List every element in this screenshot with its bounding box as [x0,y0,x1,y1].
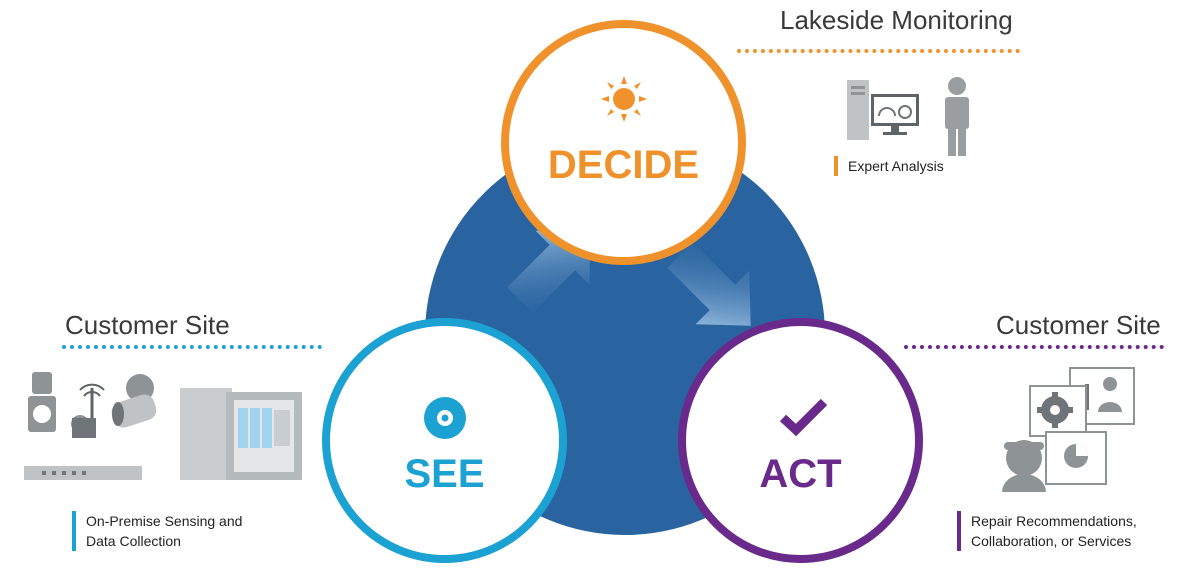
divider-left [62,345,322,349]
network-switch-icon [24,466,142,480]
workstation-illustration [847,77,969,156]
services-illustration [1002,367,1135,492]
caption-line: Data Collection [86,533,181,549]
sun-icon [601,76,647,122]
act-node: ACT [678,318,923,563]
chart-panel-icon [1045,431,1107,485]
sensing-equipment-illustration [24,372,302,480]
arrow-decide-to-act [667,242,751,326]
caption-line: Repair Recommendations, [971,513,1137,529]
gear-panel-icon [1029,385,1087,437]
section-heading-monitoring: Lakeside Monitoring [780,5,1013,35]
divider-right [904,345,1164,349]
sensor-icon [28,372,56,432]
technician-icon [1002,440,1046,492]
decide-label: DECIDE [547,143,700,187]
section-heading-right: Customer Site [996,310,1161,340]
person-icon [945,77,969,156]
section-heading-left: Customer Site [65,310,230,340]
see-node: SEE [322,318,567,563]
act-label: ACT [759,452,842,496]
divider-monitoring [737,49,1020,53]
wireless-transmitter-icon [71,383,105,438]
caption-left: On-Premise Sensing and Data Collection [72,511,242,551]
flow-meter-icon [111,374,157,428]
monitor-icon [871,94,919,135]
caption-line: On-Premise Sensing and [86,513,243,529]
decide-node: DECIDE [501,20,746,265]
checkmark-icon [779,398,828,437]
caption-monitoring: Expert Analysis [834,156,944,176]
caption-right: Repair Recommendations, Collaboration, o… [957,511,1137,551]
target-icon [424,397,466,439]
control-cabinet-icon [180,388,302,480]
caption-line: Expert Analysis [848,158,944,174]
caption-line: Collaboration, or Services [971,533,1132,549]
see-label: SEE [404,452,485,496]
